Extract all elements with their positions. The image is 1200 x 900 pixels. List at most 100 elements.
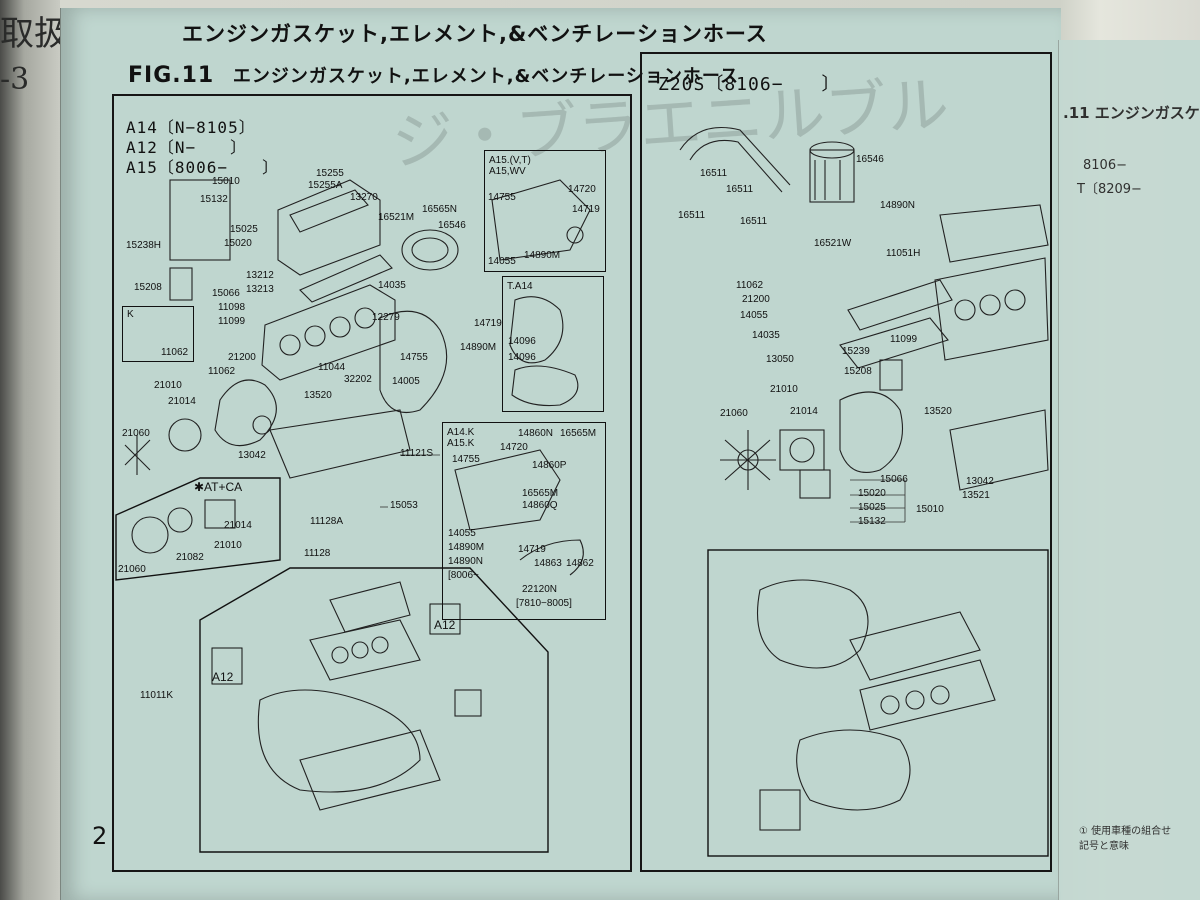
a14k-part-14719: 14719 [518, 544, 546, 555]
rp-part-21060: 21060 [720, 408, 748, 419]
a15-part-14755: 14755 [488, 192, 516, 203]
rp-part-16521w: 16521W [814, 238, 852, 249]
sub-box-at-21010: 21010 [214, 540, 242, 551]
rp-part-21200: 21200 [742, 294, 770, 305]
part-21014: 21014 [168, 396, 196, 407]
a14k-part-14890m: 14890M [448, 542, 485, 553]
gasket-a12-label-2: A12 [212, 670, 234, 684]
rp-part-13521: 13521 [962, 490, 990, 501]
part-11099: 11099 [218, 316, 246, 327]
part-13270: 13270 [350, 192, 378, 203]
part-15255: 15255 [316, 168, 344, 179]
sub-box-k: K 11062 [122, 306, 194, 362]
model-a14: A14〔N−8105〕 [126, 118, 256, 137]
rp-part-16511-3: 16511 [678, 210, 706, 221]
rp-part-13042: 13042 [966, 476, 994, 487]
a14k-part-22120n: 22120N [522, 584, 558, 595]
rp-part-21010: 21010 [770, 384, 798, 395]
a15-part-14720: 14720 [568, 184, 596, 195]
model-a15: A15〔8006− 〕 [126, 158, 280, 177]
a14k-part-range: [7810−8005] [516, 598, 572, 609]
part-15132: 15132 [200, 194, 228, 205]
rp-part-14890n: 14890N [880, 200, 916, 211]
a12-small-box-1 [211, 647, 243, 685]
part-15255a: 15255A [308, 180, 343, 191]
rp-part-16511-4: 16511 [740, 216, 768, 227]
right-engine-sketch [679, 126, 1049, 831]
leader-lines [380, 454, 906, 523]
part-13212: 13212 [246, 270, 274, 281]
rp-part-14055: 14055 [740, 310, 768, 321]
sub-box-a14k: A14.K A15.K [442, 422, 606, 620]
part-16521m: 16521M [378, 212, 415, 223]
a12-small-box-2 [429, 603, 461, 635]
rp-part-15010: 15010 [916, 504, 944, 515]
a14k-part-14862: 14862 [566, 558, 594, 569]
a14k-part-14860q: 14860Q [522, 500, 558, 511]
part-14035: 14035 [378, 280, 406, 291]
part-14890m: 14890M [460, 342, 497, 353]
rp-part-13520: 13520 [924, 406, 952, 417]
part-16546: 16546 [438, 220, 466, 231]
rp-part-11099: 11099 [890, 334, 918, 345]
next-page-edge: .11 エンジンガスケ 8106− T〔8209− ① 使用車種の組合せ 記号と… [1058, 40, 1200, 900]
part-21010: 21010 [154, 380, 182, 391]
a14k-part-16565m: 16565M [560, 428, 597, 439]
part-12279: 12279 [372, 312, 400, 323]
a14k-part-14860n: 14860N [518, 428, 554, 439]
part-13520: 13520 [304, 390, 332, 401]
left-diagram-panel [112, 94, 632, 872]
sub-box-a15-label: A15.(V,T) A15,WV [489, 155, 531, 177]
part-14719: 14719 [474, 318, 502, 329]
sub-box-t-a14-label: T.A14 [507, 281, 533, 292]
a14k-part-14755: 14755 [452, 454, 480, 465]
part-15238h: 15238H [126, 240, 162, 251]
left-engine-sketch [124, 179, 591, 811]
rp-part-15132: 15132 [858, 516, 886, 527]
next-page-model-1: 8106− [1083, 158, 1127, 173]
gasket-a12-label-1: A12 [434, 618, 456, 632]
sub-box-at-label: ✱AT+CA [194, 480, 243, 494]
rp-part-15025: 15025 [858, 502, 886, 513]
rp-part-15066: 15066 [880, 474, 908, 485]
rp-part-11062: 11062 [736, 280, 764, 291]
part-15025: 15025 [230, 224, 258, 235]
sub-box-at-21014: 21014 [224, 520, 252, 531]
book-spine-edge [0, 0, 60, 900]
right-gasket-set-box [707, 549, 1049, 857]
sub-box-k-part: 11062 [161, 347, 189, 358]
part-11098: 11098 [218, 302, 246, 313]
sub-box-gasket-outline [199, 567, 549, 853]
sub-box-a15-vt: A15.(V,T) A15,WV [484, 150, 606, 272]
part-15020: 15020 [224, 238, 252, 249]
part-14005: 14005 [392, 376, 420, 387]
sub-box-at-21060: 21060 [118, 564, 146, 575]
a15-part-14055: 14055 [488, 256, 516, 267]
a14k-part-16565m-2: 16565M [522, 488, 559, 499]
figure-title: FIG.11 エンジンガスケット,エレメント,&ベンチレーションホース [128, 62, 739, 88]
rp-part-15239: 15239 [842, 346, 870, 357]
sub-box-at-outline [115, 477, 281, 581]
sub-box-k-label: K [127, 309, 134, 320]
a14k-part-14720: 14720 [500, 442, 528, 453]
sub-box-a14k-label: A14.K A15.K [447, 427, 475, 449]
part-13042: 13042 [238, 450, 266, 461]
part-11044: 11044 [318, 362, 346, 373]
a14k-part-8006: [8006− [448, 570, 479, 581]
next-page-title: .11 エンジンガスケ [1063, 104, 1200, 122]
ta14-part-14096-1: 14096 [508, 336, 536, 347]
a15-part-14890m: 14890M [524, 250, 561, 261]
catalog-page [60, 8, 1061, 900]
next-page-model-2: T〔8209− [1077, 182, 1142, 197]
sub-box-at-21082: 21082 [176, 552, 204, 563]
part-15053: 15053 [390, 500, 418, 511]
part-16565n: 16565N [422, 204, 458, 215]
left-fragment-1: 取扱 [0, 14, 68, 54]
part-15066: 15066 [212, 288, 240, 299]
part-13213: 13213 [246, 284, 274, 295]
a15-part-14719: 14719 [572, 204, 600, 215]
a14k-part-14055: 14055 [448, 528, 476, 539]
rp-part-14035: 14035 [752, 330, 780, 341]
rp-part-15208: 15208 [844, 366, 872, 377]
part-11128a: 11128A [310, 516, 343, 527]
